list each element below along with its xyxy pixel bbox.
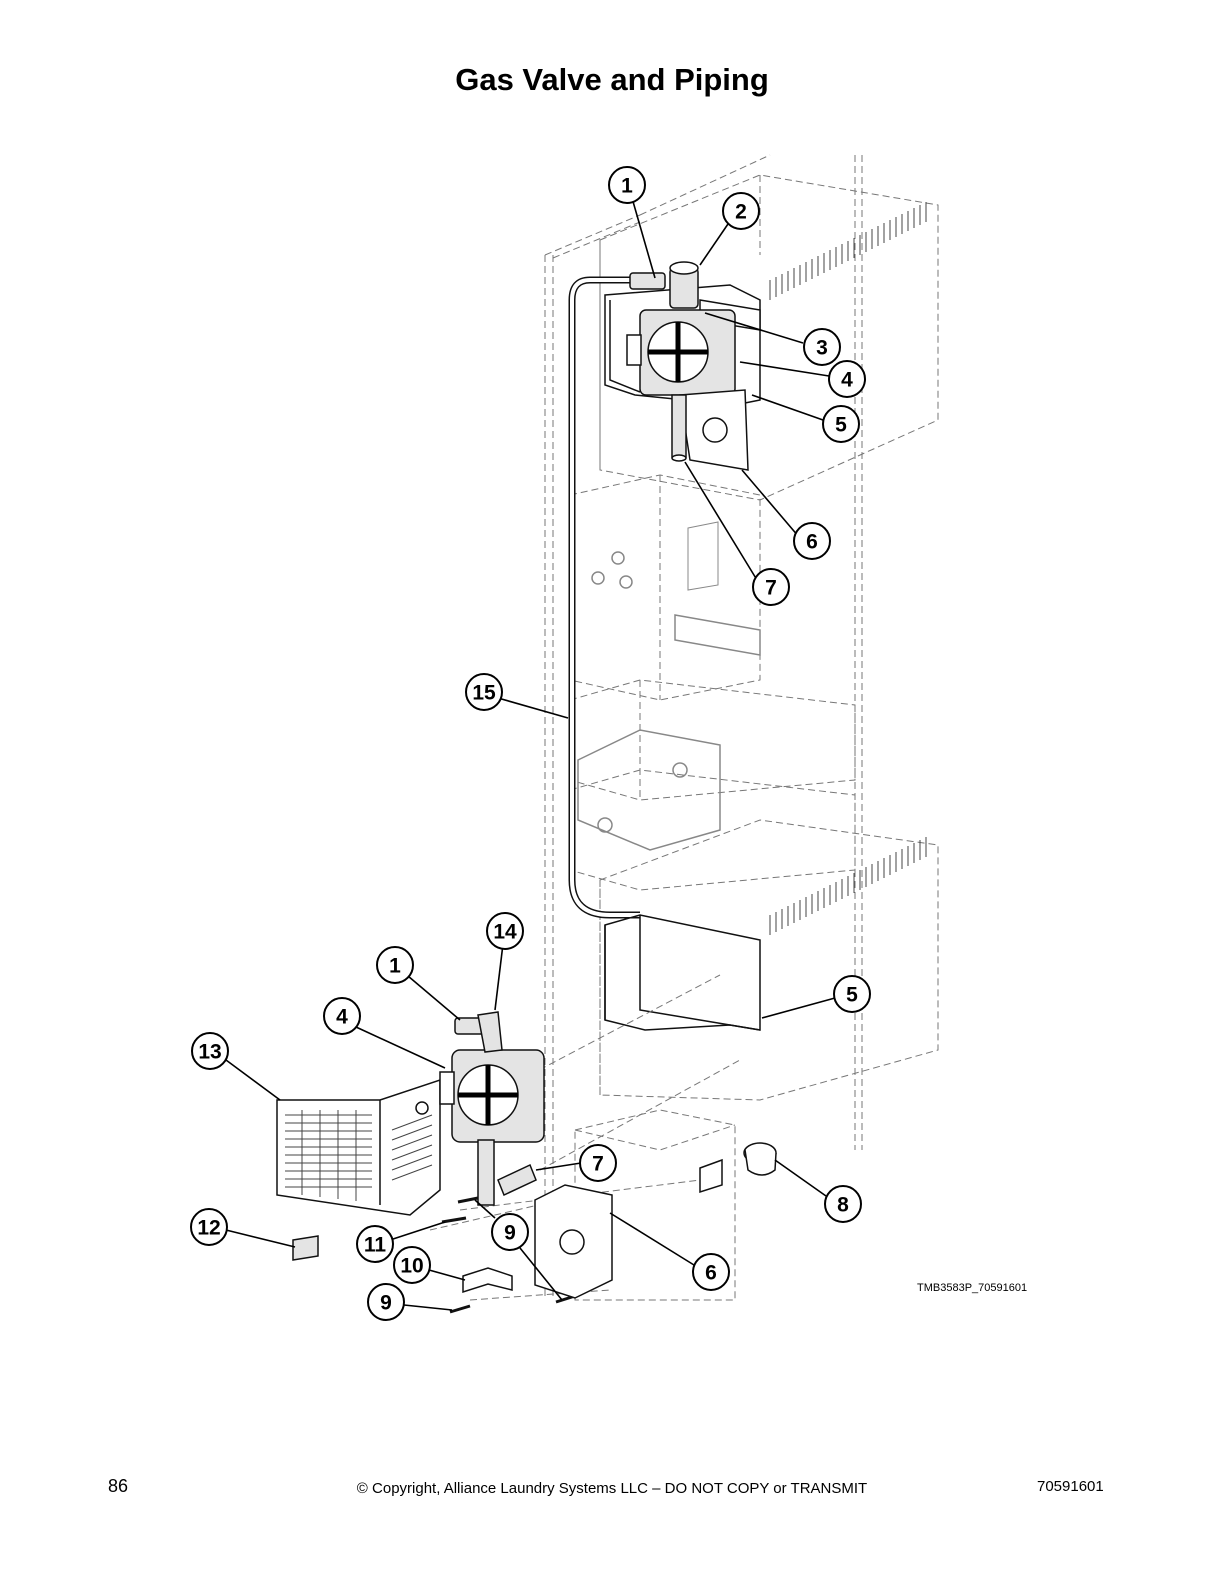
lower-louvers xyxy=(769,837,927,935)
callout-label: 8 xyxy=(837,1194,849,1217)
callout-label: 6 xyxy=(806,531,818,554)
callout-9-lower: 9 xyxy=(367,1283,405,1321)
callout-1-lower: 1 xyxy=(376,946,414,984)
callout-4-lower: 4 xyxy=(323,997,361,1035)
leader-lines xyxy=(225,197,836,1311)
callout-label: 10 xyxy=(400,1255,423,1278)
callout-label: 11 xyxy=(364,1234,387,1257)
callout-label: 12 xyxy=(197,1217,220,1240)
document-number: 70591601 xyxy=(1037,1478,1104,1495)
callout-label: 5 xyxy=(835,414,847,437)
callout-1-upper: 1 xyxy=(608,166,646,204)
callout-6-lower: 6 xyxy=(692,1253,730,1291)
copyright-notice: © Copyright, Alliance Laundry Systems LL… xyxy=(356,1480,868,1497)
callout-8: 8 xyxy=(824,1185,862,1223)
callout-label: 9 xyxy=(380,1292,392,1315)
page-number: 86 xyxy=(108,1476,129,1496)
callout-label: 9 xyxy=(504,1222,516,1245)
callout-14: 14 xyxy=(486,912,524,950)
callout-9-middle: 9 xyxy=(491,1213,529,1251)
callout-label: 1 xyxy=(389,955,401,978)
lower-bracket xyxy=(604,914,761,1031)
callout-label: 5 xyxy=(846,984,858,1007)
page-title: Gas Valve and Piping xyxy=(455,62,769,97)
callout-label: 7 xyxy=(592,1153,604,1176)
callout-5-upper: 5 xyxy=(822,405,860,443)
upper-gas-valve-assembly xyxy=(604,261,761,471)
callout-13: 13 xyxy=(191,1032,229,1070)
upper-louvers xyxy=(769,202,927,300)
callout-10: 10 xyxy=(393,1246,431,1284)
callout-label: 4 xyxy=(336,1006,348,1029)
gas-pipe xyxy=(568,276,640,919)
callout-4-upper: 4 xyxy=(828,360,866,398)
callout-3: 3 xyxy=(803,328,841,366)
callout-5-lower: 5 xyxy=(833,975,871,1013)
callout-label: 15 xyxy=(472,682,496,705)
callout-label: 1 xyxy=(621,175,633,198)
figure-id: TMB3583P_70591601 xyxy=(917,1282,1028,1294)
callout-15: 15 xyxy=(465,673,503,711)
callout-label: 13 xyxy=(198,1041,221,1064)
callout-label: 6 xyxy=(705,1262,717,1285)
callout-label: 4 xyxy=(841,369,853,392)
middle-frame xyxy=(577,521,761,851)
callout-12: 12 xyxy=(190,1208,228,1246)
callout-7-lower: 7 xyxy=(579,1144,617,1182)
callout-label: 3 xyxy=(816,337,828,360)
callout-7-upper: 7 xyxy=(752,568,790,606)
callout-label: 14 xyxy=(493,921,517,944)
lower-gas-valve-assembly xyxy=(276,1011,777,1314)
callout-11: 11 xyxy=(356,1225,394,1263)
callout-label: 2 xyxy=(735,201,747,224)
callout-label: 7 xyxy=(765,577,777,600)
callout-6-upper: 6 xyxy=(793,522,831,560)
callout-2: 2 xyxy=(722,192,760,230)
